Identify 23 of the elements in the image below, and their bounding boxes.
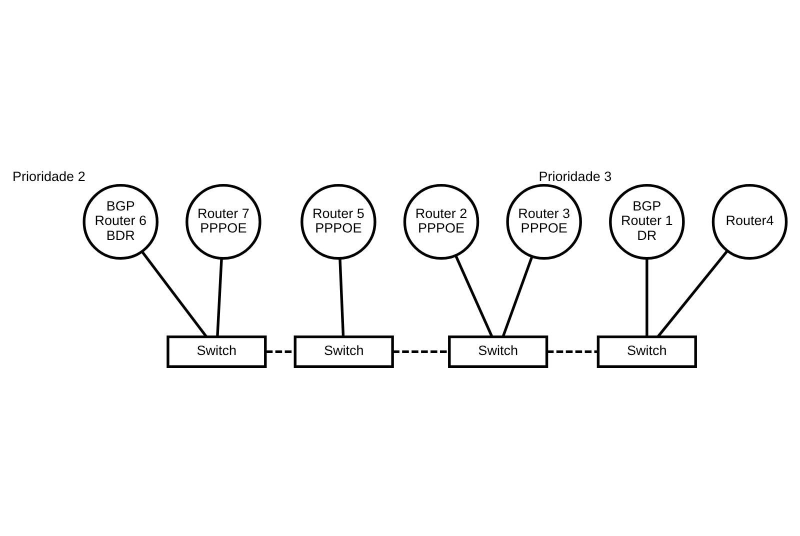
node-label: Prioridade 3 [538,168,612,184]
node-box: Switch [166,334,267,368]
node-circle: BGP Router 6 BDR [82,183,158,260]
connector [546,350,598,353]
node-circle: Router 2 PPPOE [403,183,480,260]
node-circle: Router 7 PPPOE [186,183,262,260]
connector [502,256,534,336]
node-box: Switch [448,334,548,368]
connector [266,350,296,353]
connector [657,249,728,337]
node-circle: BGP Router 1 DR [609,183,685,260]
connector [216,258,223,336]
node-circle: Router4 [712,183,788,260]
node-circle: Router 5 PPPOE [300,183,376,260]
node-box: Switch [596,334,697,368]
connector [646,258,648,336]
connector [454,254,494,337]
connector [338,258,345,336]
connector [392,350,450,353]
connector [141,250,208,337]
node-label: Prioridade 2 [12,168,86,184]
node-box: Switch [294,334,394,368]
node-circle: Router 3 PPPOE [506,183,582,260]
